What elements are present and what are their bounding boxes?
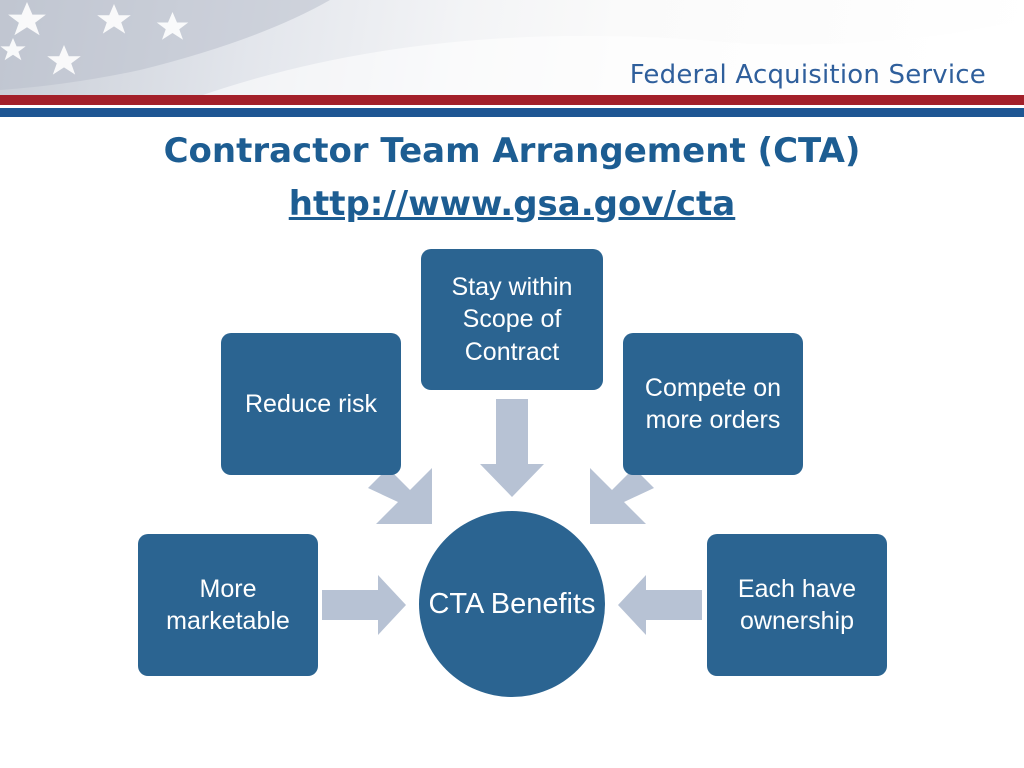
cta-benefits-center: CTA Benefits — [419, 511, 605, 697]
arrow-right-icon — [322, 575, 406, 635]
cta-link[interactable]: http://www.gsa.gov/cta — [288, 184, 736, 224]
arrow-down-icon — [480, 399, 544, 497]
benefit-box-reduce-risk: Reduce risk — [221, 333, 401, 475]
flag-stars-decoration — [0, 0, 1024, 96]
arrow-left-icon — [618, 575, 702, 635]
header-stripe-red — [0, 95, 1024, 105]
organization-name: Federal Acquisition Service — [629, 60, 986, 90]
benefit-box-marketable: More marketable — [138, 534, 318, 676]
benefit-box-ownership: Each have ownership — [707, 534, 887, 676]
arrow-diagonal-right-icon — [368, 468, 432, 524]
star-icon — [0, 2, 189, 75]
benefit-box-scope: Stay within Scope of Contract — [421, 249, 603, 390]
benefit-box-compete: Compete on more orders — [623, 333, 803, 475]
arrow-diagonal-left-icon — [590, 468, 654, 524]
flag-banner: Federal Acquisition Service — [0, 0, 1024, 96]
header-stripe-white — [0, 105, 1024, 108]
slide-title: Contractor Team Arrangement (CTA) — [163, 131, 861, 171]
header-stripe-blue — [0, 108, 1024, 117]
